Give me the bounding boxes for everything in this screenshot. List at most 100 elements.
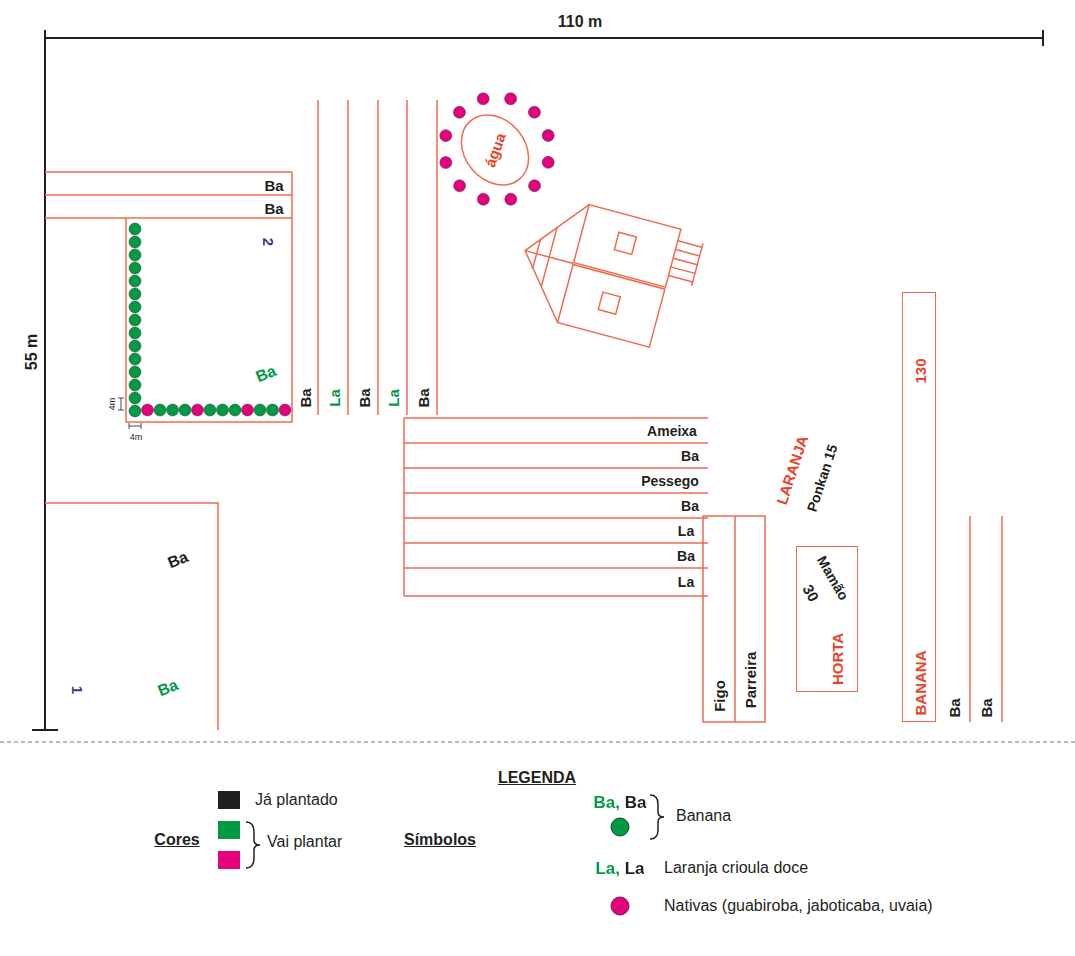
row-label: La — [386, 389, 401, 407]
tree-dot — [129, 405, 141, 417]
tree-dots — [129, 93, 554, 417]
spacing-mark — [118, 398, 124, 410]
native-symbol — [611, 897, 629, 915]
spacing-mark — [129, 423, 141, 429]
tree-dot — [505, 93, 517, 105]
tree-dot — [129, 353, 141, 365]
height-dimension — [32, 38, 58, 730]
plot-label: HORTA — [830, 633, 845, 685]
dimension-label: 55 m — [24, 334, 40, 370]
color-swatch — [218, 821, 240, 839]
banana-plot: 130BANANA — [902, 292, 936, 722]
tree-dot — [217, 404, 229, 416]
row-label: Ba — [947, 698, 962, 717]
tree-dot — [254, 404, 266, 416]
tree-dot — [129, 379, 141, 391]
area-label: Ba — [156, 677, 181, 699]
tree-dot — [505, 193, 517, 205]
pond-shape — [448, 102, 543, 199]
house-wing — [574, 205, 681, 288]
area-1 — [45, 503, 218, 730]
area-number: 2 — [261, 238, 276, 246]
row-label: Ba — [298, 388, 313, 407]
tree-dot — [129, 288, 141, 300]
tree-dot — [529, 180, 541, 192]
symbol-sample: Ba, Ba — [594, 794, 647, 811]
tree-dot — [129, 366, 141, 378]
fig-vine-rows — [703, 516, 765, 722]
banana-symbol — [611, 818, 629, 836]
tree-dot — [528, 106, 540, 118]
legend-heading: Símbolos — [404, 832, 476, 848]
roof — [509, 192, 589, 323]
row-label: Ba — [979, 698, 994, 717]
tree-dot — [440, 157, 452, 169]
house-wing — [558, 265, 665, 348]
tree-dot — [179, 404, 191, 416]
row-label: La — [327, 389, 342, 407]
row-label: Ba — [416, 388, 431, 407]
plot-label: 30 — [800, 582, 821, 604]
row-label: Ba — [264, 201, 283, 216]
tree-dot — [242, 404, 254, 416]
row-label: Ba — [264, 178, 283, 193]
tree-dot — [229, 404, 241, 416]
legend-text: Nativas (guabiroba, jaboticaba, uvaia) — [664, 898, 933, 914]
row-label: Parreira — [743, 652, 758, 709]
window — [598, 292, 620, 314]
tree-dot — [129, 392, 141, 404]
tree-dot — [129, 327, 141, 339]
tree-dot — [129, 236, 141, 248]
legend-text: Banana — [676, 808, 731, 824]
tree-dot — [192, 404, 204, 416]
legend-divider — [0, 741, 1075, 742]
legend-text: Já plantado — [255, 792, 338, 808]
row-label: Pessego — [641, 474, 699, 488]
banana-rows — [970, 516, 1002, 722]
row-label: LARANJA — [774, 434, 810, 507]
row-label: Ameixa — [647, 424, 697, 438]
spacing-label: 4m — [130, 433, 143, 442]
tree-dot — [142, 404, 154, 416]
tree-dot — [154, 404, 166, 416]
steps — [667, 237, 703, 286]
legend-text: Vai plantar — [267, 834, 342, 850]
legend-heading: Cores — [154, 832, 199, 848]
color-swatch — [218, 791, 240, 809]
legend-title: LEGENDA — [498, 770, 576, 786]
legend-text: Laranja crioula doce — [664, 860, 808, 876]
tree-dot — [267, 404, 279, 416]
brace — [650, 795, 664, 839]
width-dimension — [45, 30, 1043, 46]
tree-dot — [129, 340, 141, 352]
tree-dot — [279, 404, 291, 416]
tree-dot — [204, 404, 216, 416]
tree-dot — [129, 301, 141, 313]
tree-dot — [129, 314, 141, 326]
tree-dot — [477, 93, 489, 105]
tree-dot — [129, 223, 141, 235]
row-label: Ba — [357, 388, 372, 407]
tree-dot — [477, 193, 489, 205]
tree-dot — [453, 106, 465, 118]
row-label: Ba — [677, 549, 695, 563]
pond: água — [455, 112, 535, 188]
plot-label: 130 — [913, 358, 928, 383]
planting-rows — [318, 100, 437, 415]
orchard-rows — [404, 418, 708, 596]
dimension-label: 110 m — [558, 14, 602, 30]
tree-dot — [129, 262, 141, 274]
plot-label: água — [482, 131, 508, 169]
tree-dot — [129, 249, 141, 261]
house — [509, 192, 705, 354]
garden-plot: Mamão30HORTA — [796, 546, 858, 692]
area-label: Ba — [166, 549, 191, 571]
dimension-lines — [32, 30, 1043, 730]
row-label: La — [678, 524, 694, 538]
row-label: Ba — [681, 449, 699, 463]
pink-swatch — [218, 851, 240, 869]
tree-dot — [454, 180, 466, 192]
